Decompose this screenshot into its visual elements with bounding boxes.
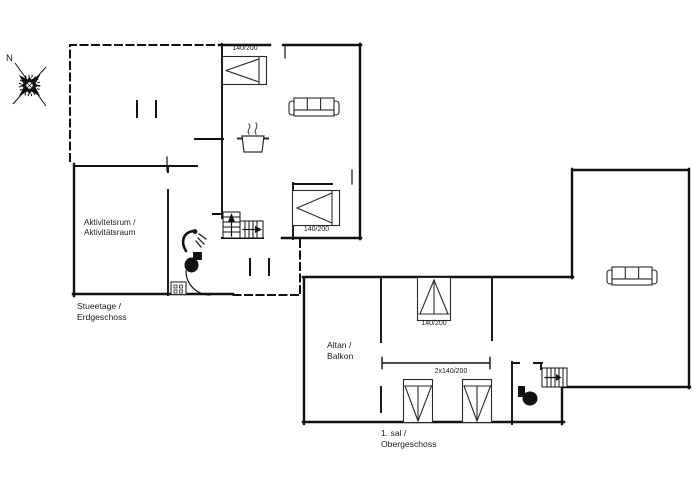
ground-floor-plan (69, 42, 363, 298)
terrace-dashed-outline-bottom (228, 239, 301, 296)
ground-floor-label: Stueetage / Erdgeschoss (77, 301, 127, 322)
door-jamb-ticks (166, 44, 353, 185)
washbasin-icon (170, 281, 187, 296)
door-swing-arc (185, 270, 211, 296)
upper-floor-label: 1. sal / Obergeschoss (381, 428, 437, 449)
interior-wall (380, 276, 543, 425)
bed-icon (402, 378, 434, 424)
compass-north-label: N (6, 53, 13, 64)
cooking-pot-icon (237, 122, 269, 153)
toilet-icon (184, 252, 202, 273)
terrace-dashed-outline (69, 44, 215, 166)
door-opening-marks (136, 100, 270, 276)
dimension-line (381, 356, 491, 370)
balcony-label: Altan / Balkon (327, 340, 354, 361)
outer-wall (71, 42, 363, 298)
staircase-icon (222, 211, 264, 239)
staircase-icon (541, 367, 568, 388)
compass-rose-icon (12, 62, 47, 107)
activity-room-label: Aktivitetsrum / Aktivitätsraum (84, 218, 136, 238)
sofa-icon (606, 266, 658, 286)
interior-wall (73, 43, 333, 296)
bed-size-label: 140/200 (421, 320, 447, 327)
bed-size-label: 2x140/200 (434, 368, 468, 375)
bed-icon (291, 189, 341, 227)
bed-icon (416, 276, 452, 322)
bed-size-label: 140/200 (232, 45, 258, 52)
sofa-icon (288, 97, 340, 117)
bed-size-label: 140/200 (303, 226, 330, 233)
toilet-icon (518, 386, 538, 406)
upper-floor-plan (301, 167, 692, 426)
bed-icon (461, 378, 493, 424)
shower-icon (181, 229, 207, 253)
bed-icon (221, 55, 268, 86)
